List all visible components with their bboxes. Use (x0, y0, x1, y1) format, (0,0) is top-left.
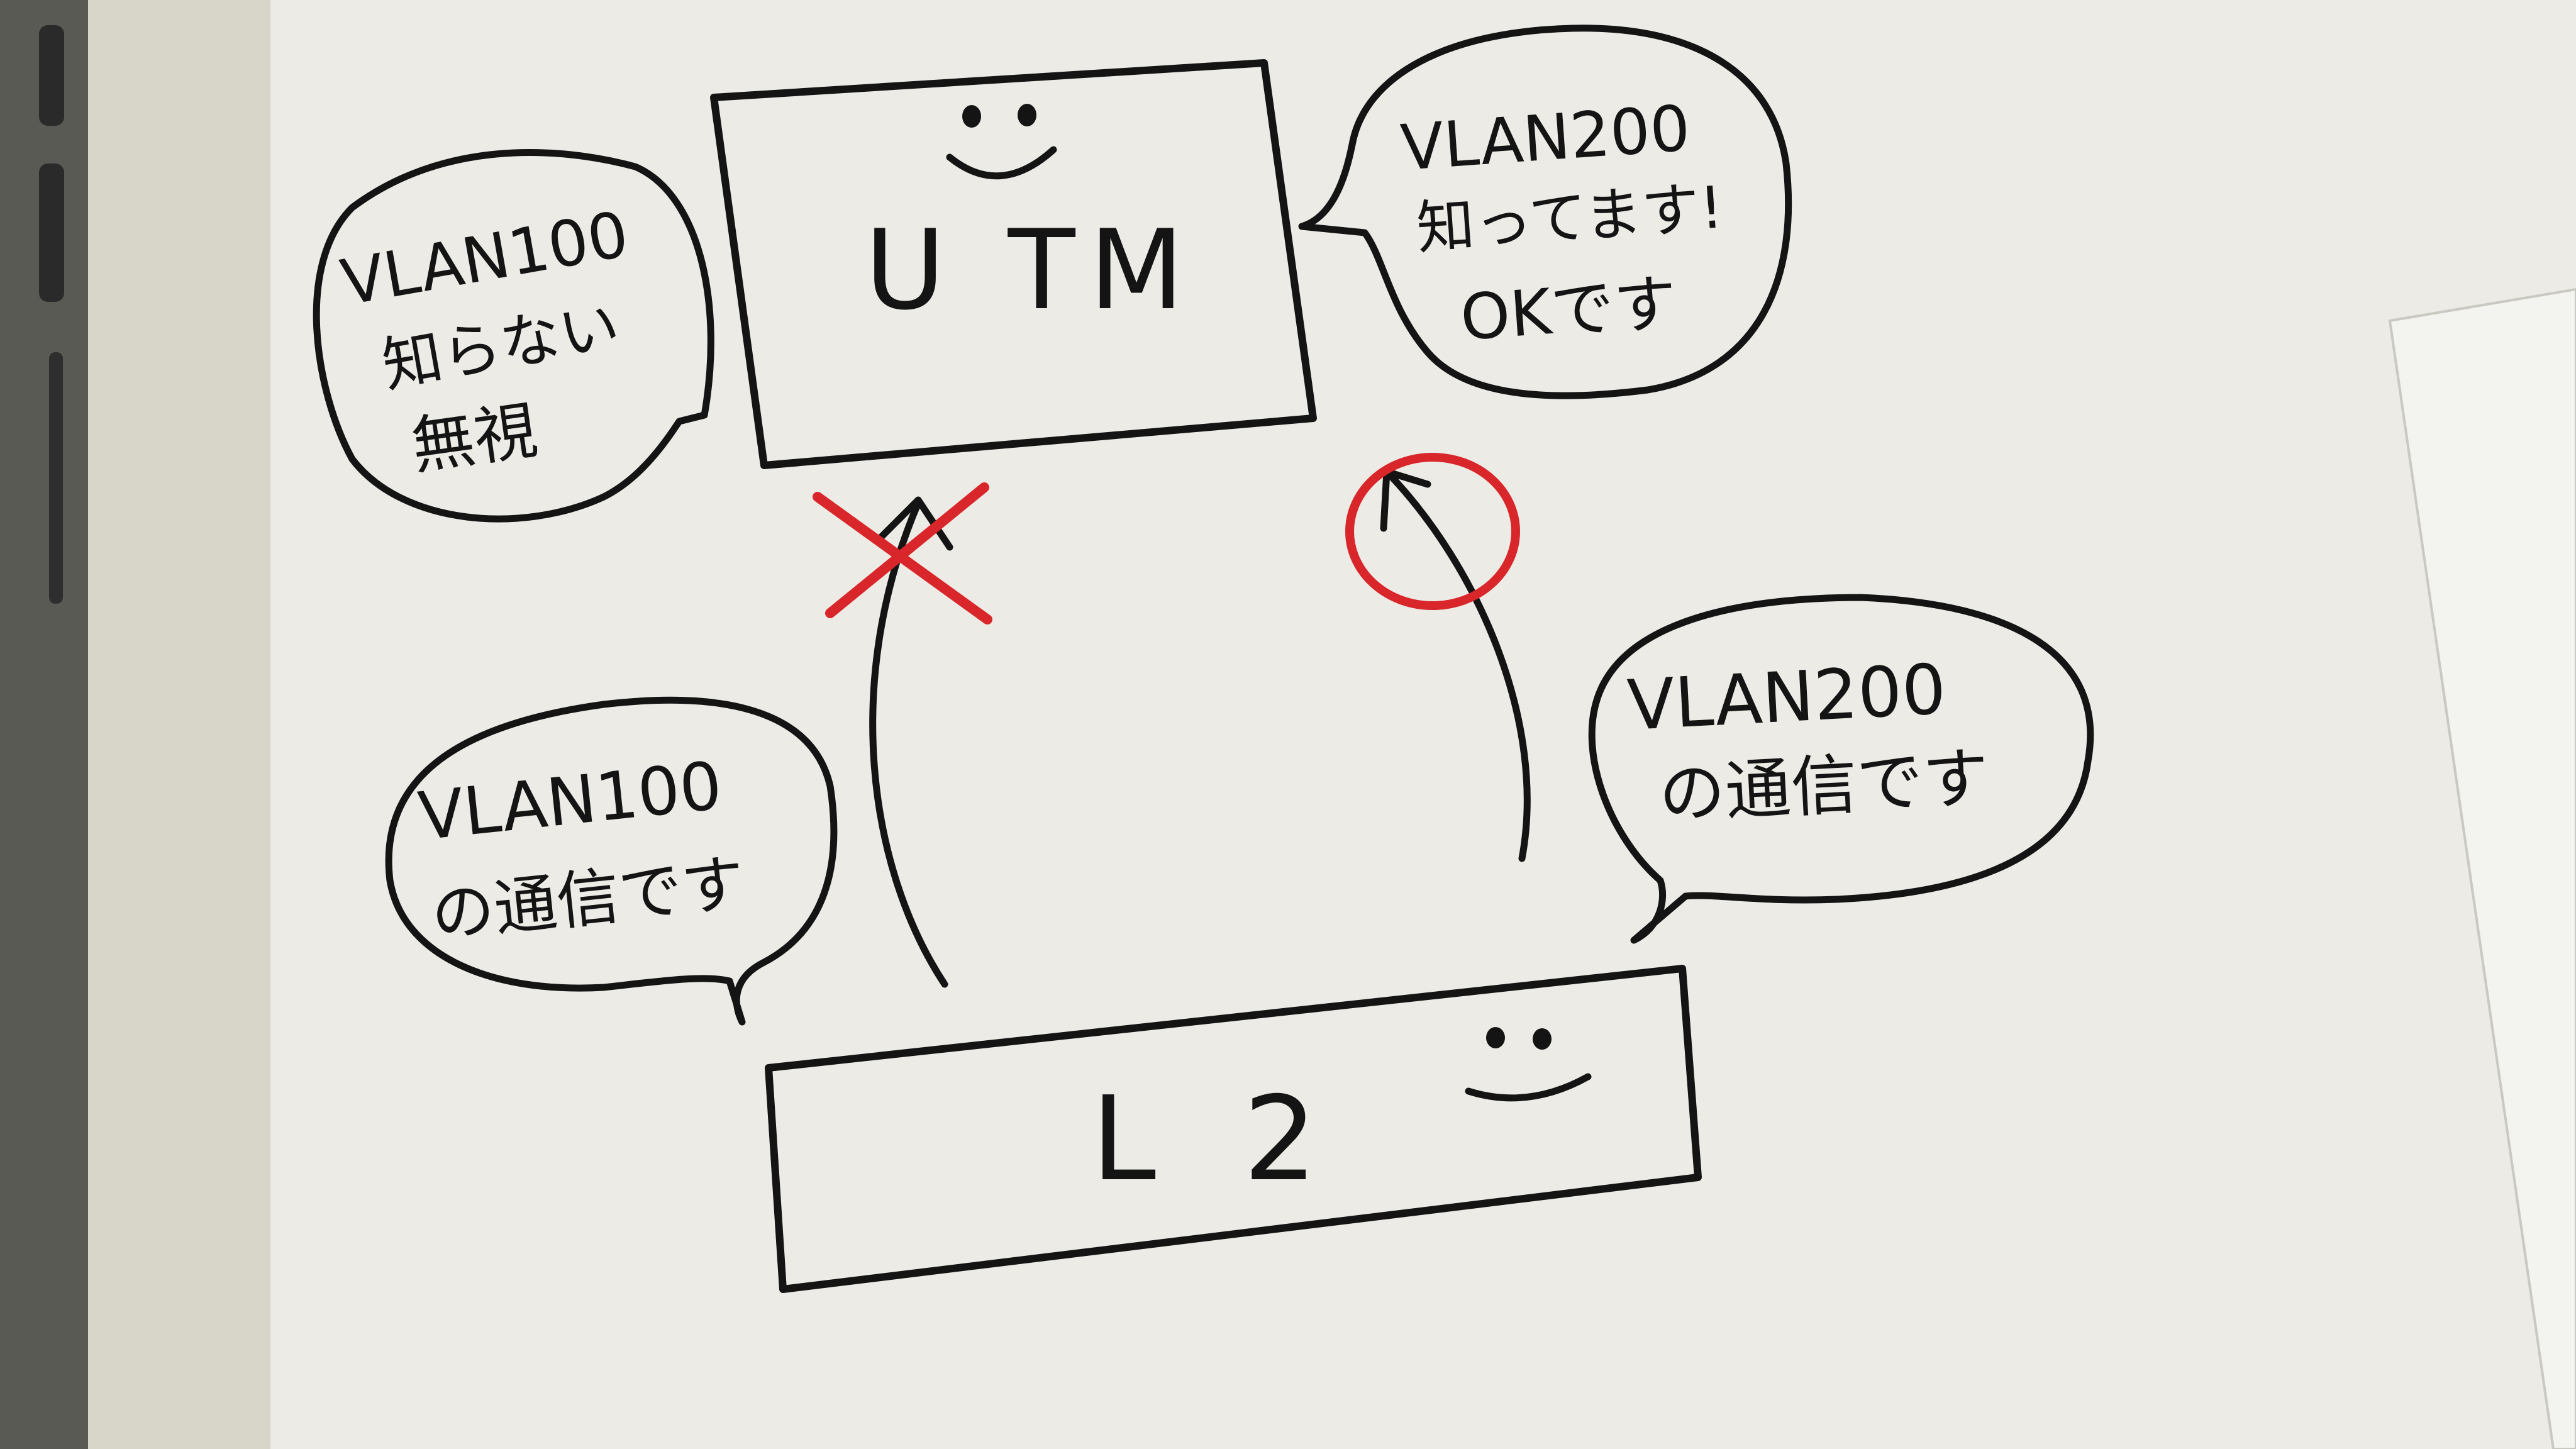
l2-right-speech-bubble: VLAN200 の通信です (1588, 594, 2094, 944)
utm-right-line3: OKです (1458, 266, 1680, 355)
utm-smiley-icon (946, 104, 1057, 180)
l2-right-line1: VLAN200 (1626, 649, 1948, 746)
l2-smiley-icon (1465, 1027, 1592, 1102)
left-paper-strip (88, 0, 270, 1449)
l2-right-line2: の通信です (1657, 740, 1991, 833)
right-paper-corner (2388, 287, 2576, 1449)
utm-device: U TM (710, 59, 1317, 469)
vlan100-arrow (869, 496, 953, 988)
laptop-keys (39, 25, 64, 126)
accepted-circle-mark-icon (1345, 453, 1520, 610)
utm-left-line3: 無視 (407, 393, 541, 484)
utm-label: U TM (865, 207, 1198, 335)
rejected-x-mark-icon (813, 482, 992, 625)
l2-label: L 2 (1091, 1071, 1343, 1207)
l2-switch: L 2 (765, 965, 1702, 1293)
